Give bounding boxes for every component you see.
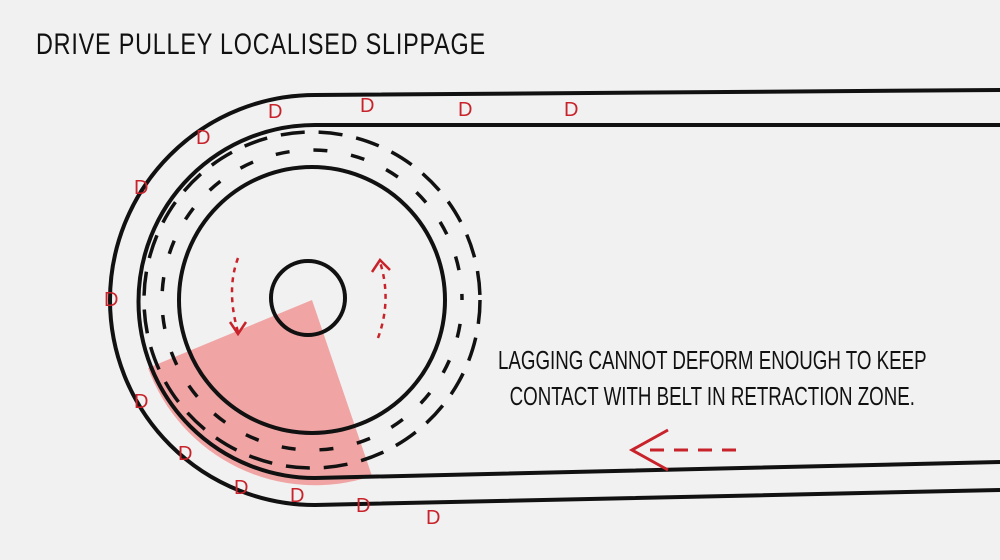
svg-text:D: D — [356, 495, 370, 517]
svg-text:D: D — [196, 127, 210, 149]
belt-direction-arrow-icon — [628, 428, 745, 472]
svg-text:D: D — [290, 485, 304, 507]
annotation-line-1: LAGGING CANNOT DEFORM ENOUGH TO KEEP — [498, 345, 927, 375]
svg-text:D: D — [564, 99, 578, 121]
svg-text:D: D — [268, 101, 282, 123]
svg-text:D: D — [360, 95, 374, 117]
pulley-hub — [269, 259, 347, 337]
svg-text:D: D — [458, 99, 472, 121]
svg-text:D: D — [426, 507, 440, 529]
pulley-body — [177, 165, 447, 435]
annotation-line-2: CONTACT WITH BELT IN RETRACTION ZONE. — [509, 381, 915, 411]
svg-text:D: D — [178, 443, 192, 465]
lagging-markers: D D D D D D D D D D D D D — [104, 95, 578, 529]
svg-text:D: D — [104, 289, 118, 311]
belt-outer-edge — [108, 88, 1000, 508]
svg-text:D: D — [234, 477, 248, 499]
rotation-arrows — [228, 257, 391, 339]
svg-text:D: D — [134, 391, 148, 413]
page-title: DRIVE PULLEY LOCALISED SLIPPAGE — [36, 28, 486, 61]
svg-text:D: D — [134, 177, 148, 199]
gear — [142, 130, 482, 470]
belt-inner-edge — [136, 123, 1000, 481]
annotation: LAGGING CANNOT DEFORM ENOUGH TO KEEP CON… — [498, 342, 927, 414]
